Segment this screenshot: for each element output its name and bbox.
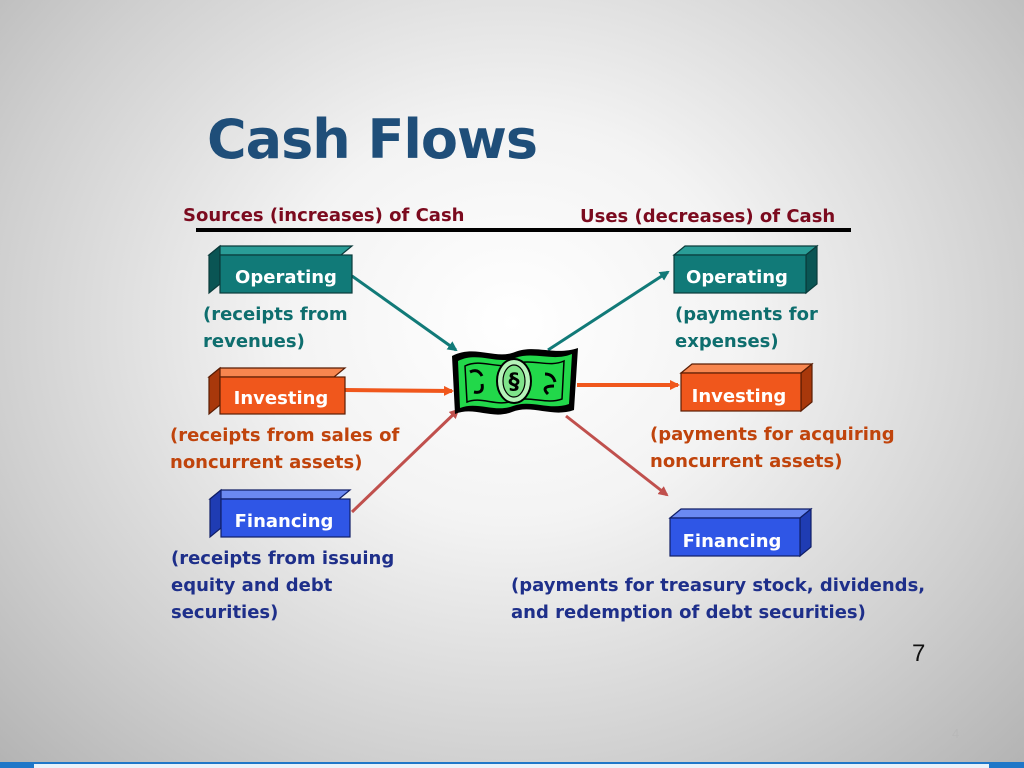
use-operating-box: Operating xyxy=(672,244,819,295)
use-financing-label: Financing xyxy=(683,531,782,552)
source-operating-desc-line: revenues) xyxy=(203,331,305,352)
use-investing-desc-line: noncurrent assets) xyxy=(650,451,843,472)
source-financing-label: Financing xyxy=(235,511,334,532)
page-number: 7 xyxy=(912,640,926,667)
source-financing-desc-line: securities) xyxy=(171,602,279,623)
use-operating-description: (payments for expenses) xyxy=(675,301,818,355)
slide-number: 4 xyxy=(952,726,960,741)
use-investing-label: Investing xyxy=(692,386,787,407)
source-investing-desc-line: (receipts from sales of xyxy=(170,425,400,446)
source-investing-description: (receipts from sales of noncurrent asset… xyxy=(170,422,399,476)
use-financing-box: Financing xyxy=(668,507,813,558)
slide-title: Cash Flows xyxy=(207,108,538,171)
use-operating-label: Operating xyxy=(686,267,788,288)
source-operating-description: (receipts from revenues) xyxy=(203,301,348,355)
use-financing-description: (payments for treasury stock, dividends,… xyxy=(511,572,925,626)
source-operating-box: Operating xyxy=(207,244,354,295)
uses-heading: Uses (decreases) of Cash xyxy=(580,206,836,227)
source-financing-desc-line: (receipts from issuing xyxy=(171,548,395,569)
use-operating-desc-line: (payments for xyxy=(675,304,818,325)
source-operating-desc-line: (receipts from xyxy=(203,304,348,325)
use-investing-description: (payments for acquiring noncurrent asset… xyxy=(650,421,895,475)
use-financing-desc-line: and redemption of debt securities) xyxy=(511,602,866,623)
use-financing-desc-line: (payments for treasury stock, dividends, xyxy=(511,575,926,596)
bottom-accent-highlight xyxy=(34,764,989,768)
source-operating-label: Operating xyxy=(235,267,337,288)
arrow-operating-out xyxy=(547,270,670,352)
source-financing-description: (receipts from issuing equity and debt s… xyxy=(171,545,394,626)
arrow-investing-in xyxy=(344,385,454,396)
source-financing-desc-line: equity and debt xyxy=(171,575,333,596)
use-investing-desc-line: (payments for acquiring xyxy=(650,424,895,445)
arrow-financing-out xyxy=(565,414,669,497)
sources-heading: Sources (increases) of Cash xyxy=(183,205,465,226)
source-investing-desc-line: noncurrent assets) xyxy=(170,452,363,473)
source-investing-label: Investing xyxy=(234,388,329,409)
svg-text:§: § xyxy=(509,370,520,395)
arrow-operating-in xyxy=(351,274,458,352)
dollar-bill-icon: § xyxy=(452,348,578,415)
heading-divider xyxy=(196,228,851,232)
use-investing-box: Investing xyxy=(679,362,814,413)
source-investing-box: Investing xyxy=(207,366,347,416)
source-financing-box: Financing xyxy=(208,488,352,539)
use-operating-desc-line: expenses) xyxy=(675,331,779,352)
arrow-financing-in xyxy=(350,408,460,514)
